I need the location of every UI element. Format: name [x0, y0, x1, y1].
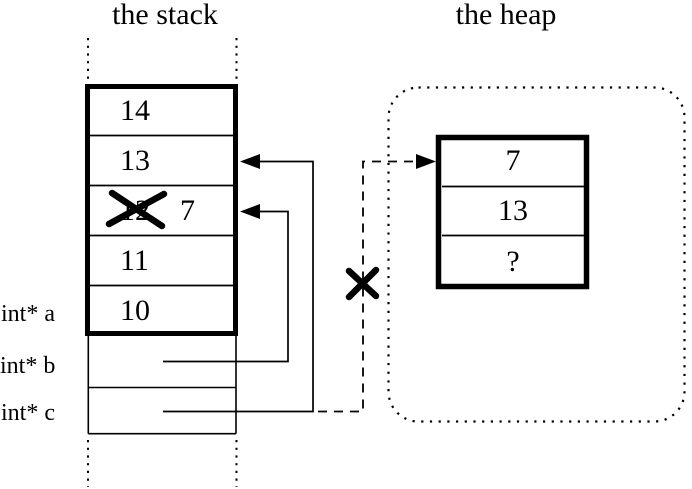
heap-cell-row: 13 — [498, 194, 528, 227]
cell-new-value: 7 — [180, 194, 195, 227]
stack-cell-row: 10 — [120, 294, 150, 327]
heap-cell-row: ? — [506, 245, 520, 278]
arrowhead-right-icon — [416, 154, 436, 169]
invalid-pointer-cross-icon — [345, 266, 380, 301]
heap-title: the heap — [455, 0, 557, 31]
dangling-pointer-dashed-arrow — [318, 154, 436, 413]
stack-cell-row: 11 — [120, 244, 149, 277]
arrowhead-left-icon — [240, 154, 260, 169]
stack-cell-row-crossed: 12 7 — [92, 187, 232, 235]
crossed-out-old-value: 12 — [120, 194, 150, 227]
var-label-a: int* a — [1, 301, 55, 327]
stack-cell-row: 14 — [120, 94, 150, 127]
var-label-b: int* b — [0, 353, 56, 379]
arrowhead-left-icon — [240, 204, 260, 219]
pointer-variable-cells — [87, 336, 237, 435]
stack-title: the stack — [112, 0, 218, 31]
var-label-c: int* c — [1, 400, 55, 426]
heap-cell-row: 7 — [505, 144, 521, 177]
stack-cell-row: 13 — [120, 144, 150, 177]
